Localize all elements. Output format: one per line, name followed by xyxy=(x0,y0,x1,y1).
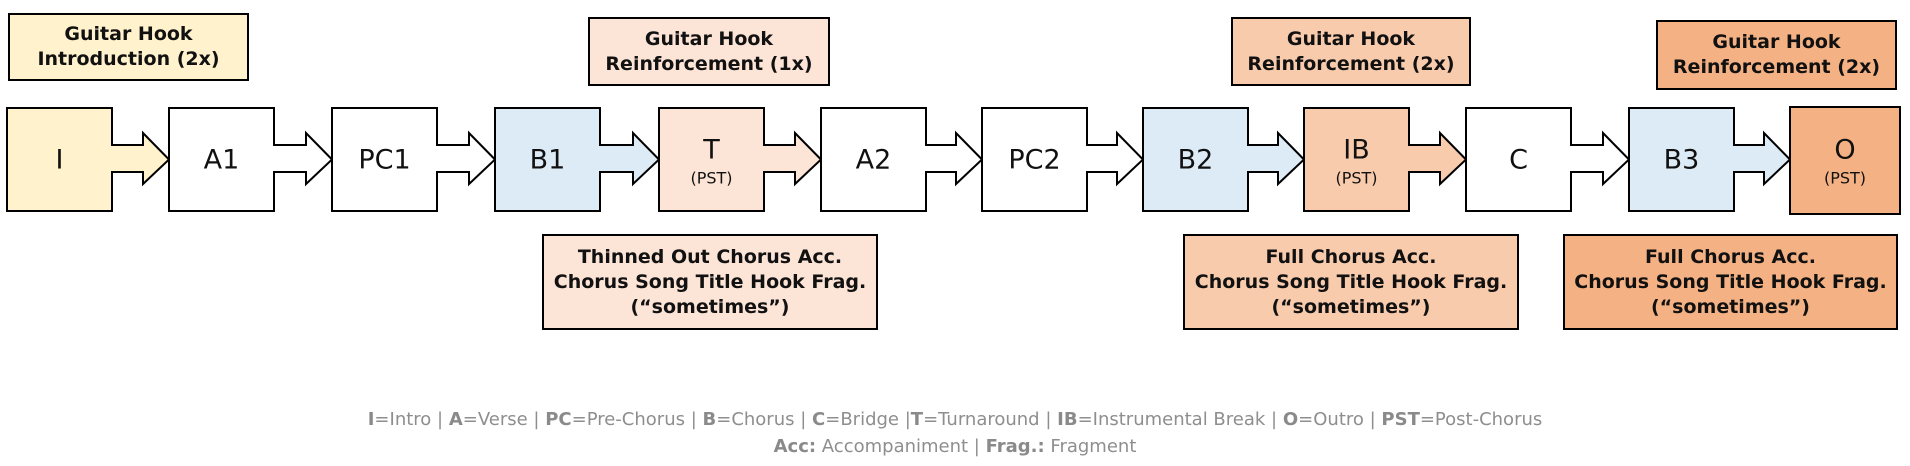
legend-separator: | xyxy=(527,409,546,430)
section-label: C xyxy=(1509,145,1528,176)
section-label: B1 xyxy=(530,145,566,176)
legend-separator: | xyxy=(794,409,813,430)
section-label: PC2 xyxy=(1008,145,1060,176)
legend-value: =Chorus xyxy=(716,409,795,430)
legend-value: =Post-Chorus xyxy=(1419,409,1543,430)
section-block-b3: B3 xyxy=(1628,107,1792,212)
legend-separator: | xyxy=(431,409,449,430)
section-block-c: C xyxy=(1465,107,1631,212)
note-line: Chorus Song Title Hook Frag. xyxy=(553,270,867,293)
note-line: Introduction (2x) xyxy=(37,48,220,70)
section-label: I xyxy=(56,145,64,176)
legend-separator: | xyxy=(1363,409,1382,430)
legend-value: Accompaniment xyxy=(816,436,969,457)
legend-separator: | xyxy=(899,409,911,430)
note-line: Chorus Song Title Hook Frag. xyxy=(1194,270,1508,293)
section-arrow-shape xyxy=(981,107,1145,212)
section-label: IB xyxy=(1343,135,1370,166)
note-line: Guitar Hook xyxy=(644,27,774,50)
legend-separator: | xyxy=(684,409,703,430)
legend-value: =Intro xyxy=(374,409,432,430)
section-arrow-shape xyxy=(168,107,334,212)
legend-separator: | xyxy=(1039,409,1058,430)
note-line: Reinforcement (2x) xyxy=(1672,56,1881,78)
section-arrow-shape xyxy=(658,107,823,212)
legend-value: Fragment xyxy=(1044,436,1137,457)
section-block-a2: A2 xyxy=(820,107,984,212)
bottom-note-ib: Full Chorus Acc.Chorus Song Title Hook F… xyxy=(1183,234,1519,330)
note-line: Chorus Song Title Hook Frag. xyxy=(1574,270,1887,293)
section-block-b2: B2 xyxy=(1142,107,1306,212)
section-block-a1: A1 xyxy=(168,107,334,212)
legend-key: O xyxy=(1282,409,1299,430)
legend-line-terms: Acc: Accompaniment | Frag.: Fragment xyxy=(0,436,1910,457)
note-line: Guitar Hook xyxy=(64,23,193,45)
note-line: Guitar Hook xyxy=(1712,31,1841,53)
section-label: O xyxy=(1834,135,1855,166)
section-arrow-shape xyxy=(494,107,661,212)
legend-key: IB xyxy=(1057,409,1078,430)
section-block-i: I xyxy=(6,107,171,212)
note-line: Guitar Hook xyxy=(1286,27,1416,50)
legend-key: PC xyxy=(545,409,572,430)
legend-key: Frag.: xyxy=(985,436,1045,457)
section-block-ib: IB (PST) xyxy=(1303,107,1468,212)
legend-key: T xyxy=(910,409,924,430)
section-arrow-shape xyxy=(1303,107,1468,212)
section-block-o: O (PST) xyxy=(1789,106,1901,215)
legend-value: =Turnaround xyxy=(923,409,1040,430)
legend-key: C xyxy=(812,409,826,430)
section-label: PC1 xyxy=(358,145,410,176)
legend-value: =Outro xyxy=(1298,409,1364,430)
legend-line-abbreviations: I=Intro | A=Verse | PC=Pre-Chorus | B=Ch… xyxy=(0,409,1910,430)
section-block-pc1: PC1 xyxy=(331,107,497,212)
section-box-shape xyxy=(1789,106,1901,215)
bottom-note-o: Full Chorus Acc.Chorus Song Title Hook F… xyxy=(1563,234,1898,330)
note-line: Full Chorus Acc. xyxy=(1645,245,1816,268)
section-label: B2 xyxy=(1178,145,1214,176)
section-block-b1: B1 xyxy=(494,107,661,212)
bottom-note-t: Thinned Out Chorus Acc.Chorus Song Title… xyxy=(542,234,878,330)
section-arrow-shape xyxy=(6,107,171,212)
section-arrow-shape xyxy=(1628,107,1792,212)
legend-key: A xyxy=(448,409,463,430)
note-line: Reinforcement (2x) xyxy=(1247,52,1455,75)
section-sublabel: (PST) xyxy=(690,169,732,188)
section-label: B3 xyxy=(1664,145,1700,176)
section-block-t: T (PST) xyxy=(658,107,823,212)
section-sublabel: (PST) xyxy=(1824,169,1866,188)
legend-key: B xyxy=(702,409,717,430)
legend-key: Acc: xyxy=(773,436,817,457)
legend-value: =Bridge xyxy=(825,409,899,430)
note-line: Reinforcement (1x) xyxy=(605,52,813,75)
legend-value: =Pre-Chorus xyxy=(571,409,685,430)
legend-key: I xyxy=(367,409,375,430)
note-line: (“sometimes”) xyxy=(1271,295,1431,318)
section-label: A1 xyxy=(204,145,240,176)
section-arrow-shape xyxy=(1142,107,1306,212)
legend-value: =Verse xyxy=(462,409,528,430)
section-label: A2 xyxy=(856,145,892,176)
note-line: Thinned Out Chorus Acc. xyxy=(577,245,843,268)
section-block-pc2: PC2 xyxy=(981,107,1145,212)
legend-separator: | xyxy=(1265,409,1283,430)
section-arrow-shape xyxy=(1465,107,1631,212)
section-arrow-shape xyxy=(820,107,984,212)
legend-value: =Instrumental Break xyxy=(1077,409,1266,430)
note-line: Full Chorus Acc. xyxy=(1265,245,1437,268)
note-line: (“sometimes”) xyxy=(630,295,790,318)
legend-key: PST xyxy=(1381,409,1420,430)
note-line: (“sometimes”) xyxy=(1651,295,1810,318)
section-label: T xyxy=(702,135,720,166)
section-arrow-shape xyxy=(331,107,497,212)
section-sublabel: (PST) xyxy=(1335,169,1377,188)
legend-separator: | xyxy=(968,436,986,457)
